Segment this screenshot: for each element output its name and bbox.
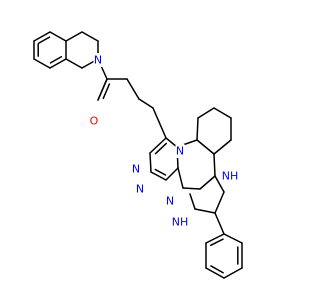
ring-bond [65, 31, 83, 42]
phenyl-link-bond [214, 212, 225, 235]
cyclohexane-bond [196, 117, 199, 141]
triazole-bond [149, 152, 152, 173]
atom-label-background [165, 194, 175, 208]
triazole-bond [165, 137, 178, 148]
benzene-double-bond [49, 58, 67, 69]
benzene-double-bond-inner [37, 36, 51, 44]
bond-lines [33, 31, 243, 279]
phenyl-double-bond-inner [210, 238, 224, 247]
atom-label-background [222, 169, 238, 183]
core-bond [199, 175, 216, 190]
carbonyl-double-bond [97, 78, 108, 101]
lower-nh-label: NH [172, 216, 189, 229]
triazole-nitrogen-label: N [132, 163, 140, 176]
core-bond [213, 153, 216, 177]
ring-bond [81, 31, 99, 42]
atom-label-background [89, 114, 99, 128]
benzene-bond [49, 31, 67, 42]
cyclohexane-bond [197, 107, 215, 119]
triazole-double-bond-inner [154, 168, 167, 176]
triazole-nitrogen-label: N [176, 145, 184, 158]
isoquinoline-nitrogen-label: N [94, 54, 102, 67]
phenyl-double-bond [205, 233, 225, 244]
benzene-double-bond [33, 31, 51, 42]
triazole-double-bond [150, 171, 167, 181]
phenyl-bond [223, 233, 243, 244]
atom-label-background [93, 53, 103, 67]
triazole-double-bond [149, 137, 167, 154]
ring-bond [65, 58, 83, 69]
atom-label-background [175, 144, 185, 158]
phenyl-double-bond-inner [210, 265, 224, 274]
benzene-double-bond-inner [49, 56, 63, 64]
atom-label-background [135, 182, 145, 196]
chain-bond [126, 78, 140, 100]
atom-label-background [172, 215, 188, 229]
core-bond [196, 139, 215, 155]
core-bond [177, 167, 184, 189]
cyclohexane-bond [213, 139, 232, 155]
chain-bond [138, 98, 154, 109]
triazole-nitrogen-label: N [136, 183, 144, 196]
triazolidine-bond [214, 175, 225, 193]
phenyl-bond [223, 267, 243, 279]
bridge-nitrogen-label: N [166, 195, 174, 208]
triazolidine-bond [189, 193, 196, 210]
cyclohexane-bond [213, 107, 232, 119]
core-bond [182, 187, 201, 190]
triazolidine-bond [214, 191, 225, 214]
upper-nh-label: NH [222, 170, 239, 183]
carbonyl-double-bond-inner [102, 83, 111, 100]
carbonyl-oxygen-label: O [90, 115, 99, 128]
atom-label-background [131, 162, 141, 176]
phenyl-double-bond [205, 267, 225, 279]
triazole-double-bond-inner [154, 142, 168, 155]
triazolidine-bond [194, 208, 216, 214]
benzene-bond [33, 58, 51, 69]
chain-bond [152, 107, 167, 139]
triazole-bond [165, 167, 179, 181]
